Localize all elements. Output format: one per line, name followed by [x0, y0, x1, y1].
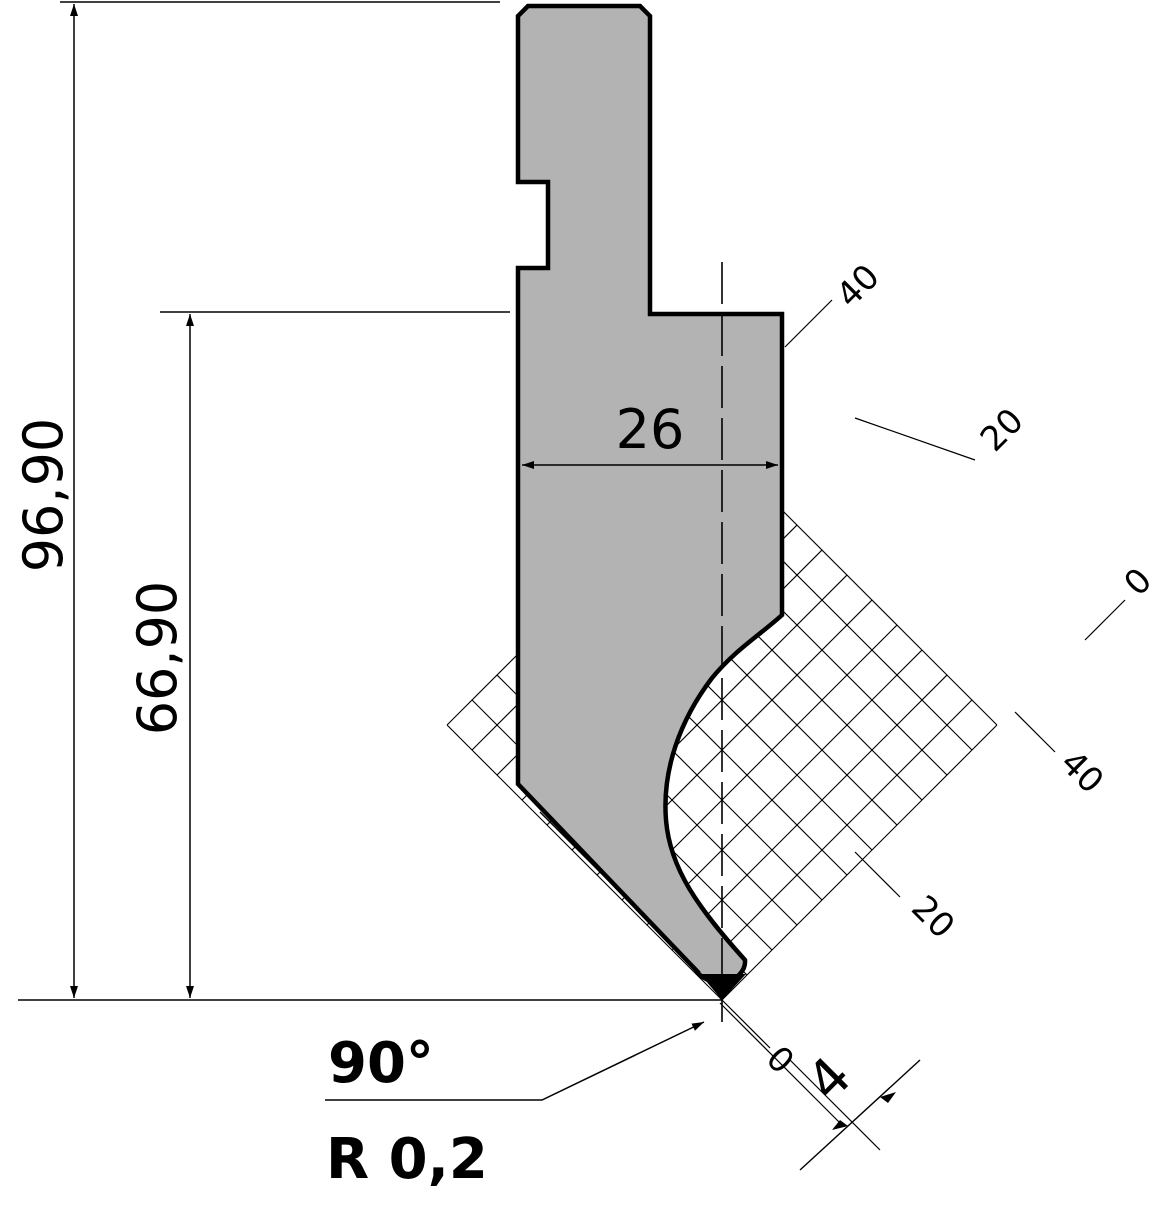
tip-offset-arrow-2: [880, 1092, 896, 1103]
grid-label-upper-40: 40: [829, 257, 888, 316]
tip-offset-arrow-1: [832, 1120, 848, 1130]
grid-label-upper-20: 20: [973, 401, 1032, 460]
grid-line: [696, 699, 973, 976]
angle-leader-line: [325, 1021, 705, 1101]
tip-offset-ext-1: [719, 1002, 841, 1124]
bevel-line: [539, 811, 701, 973]
tip-offset-dimension-line: [799, 1059, 921, 1171]
total-height-label: 96,90: [12, 418, 75, 573]
tip-offset-label: 4: [794, 1044, 863, 1113]
grid-label-lower-20: 20: [903, 888, 962, 947]
width-dimension-label: 26: [616, 398, 685, 461]
grid-label-upper-0: 0: [1116, 560, 1160, 604]
grid-line: [721, 724, 998, 1001]
tip-marker: [700, 974, 746, 1000]
tip-angle-label: 90°: [328, 1031, 434, 1096]
grid-line: [646, 649, 923, 926]
grid-line: [671, 674, 948, 951]
punch-tool-profile: [515, 3, 785, 988]
grid-label-lower-40: 40: [1052, 743, 1111, 802]
tip-radius-label: R 0,2: [326, 1127, 488, 1192]
grid-label-lower-0: 0: [758, 1038, 802, 1082]
grid-line: [446, 724, 723, 1001]
tip-offset-ext-2: [789, 1059, 881, 1151]
grid-scale-lines: [721, 299, 1126, 1049]
working-height-label: 66,90: [126, 581, 189, 736]
